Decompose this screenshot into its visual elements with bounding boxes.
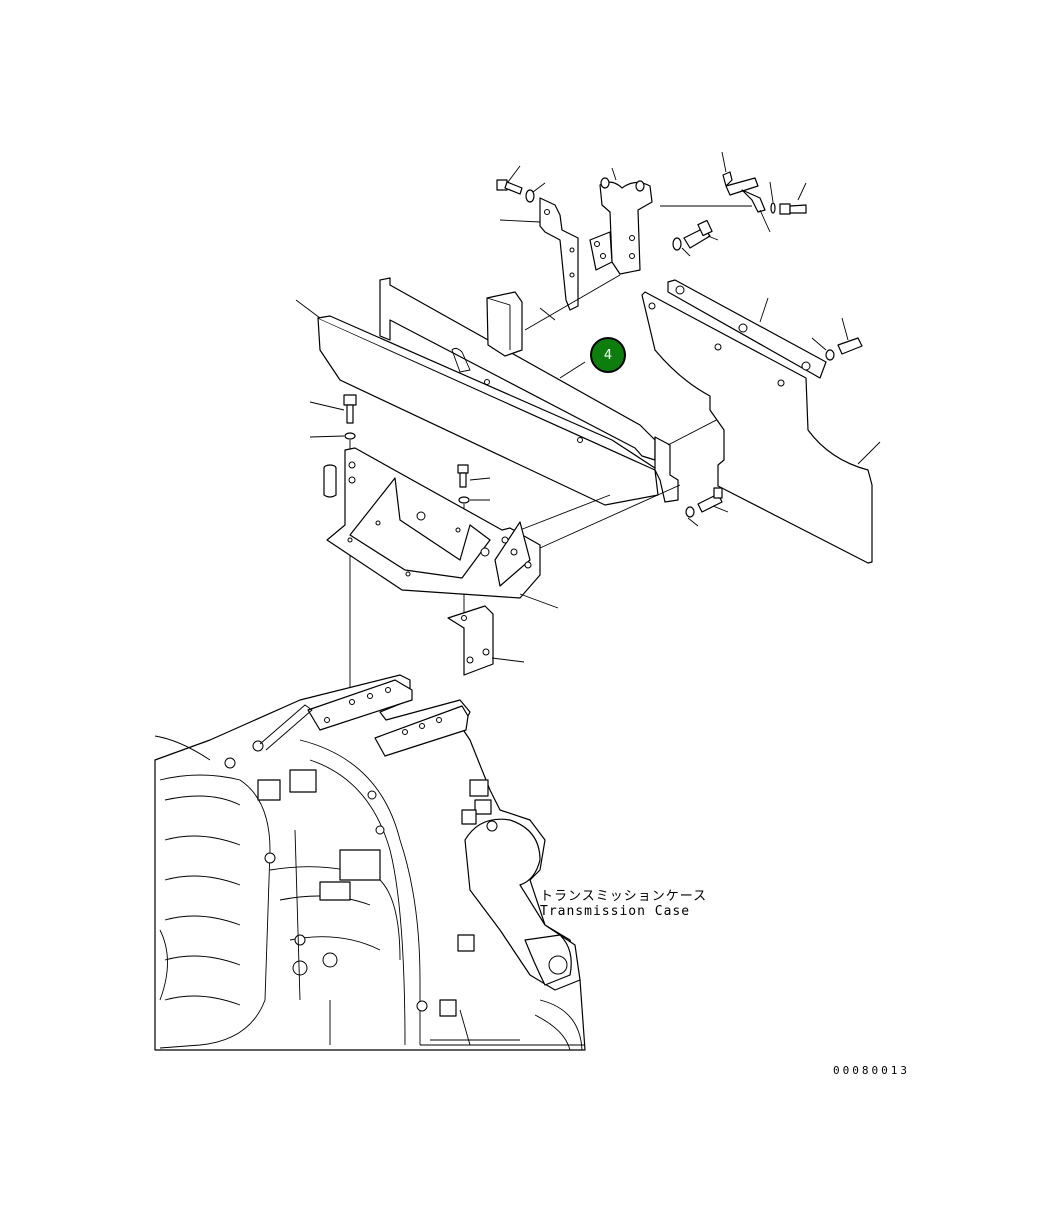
washer-top-right — [769, 181, 776, 214]
bolt-right-strip — [811, 317, 863, 361]
drawing-number: 00080013 — [833, 1064, 910, 1077]
transmission-case — [154, 674, 586, 1051]
callout-leader-line — [559, 361, 586, 379]
strip-bar — [667, 279, 827, 379]
bolt-mid-top — [672, 219, 719, 257]
spacer-post — [323, 464, 337, 498]
washer-left — [309, 432, 356, 440]
bolt-left — [309, 394, 357, 424]
bolt-top-right — [779, 182, 807, 215]
lower-bracket — [447, 605, 525, 676]
washer-center — [458, 496, 490, 504]
callout-number-4[interactable]: 4 — [590, 337, 626, 373]
clamp-body — [589, 167, 752, 275]
bolt-top-left — [496, 165, 523, 195]
lever-clip — [721, 151, 771, 233]
base-bracket — [326, 447, 559, 609]
mounting-post — [486, 291, 523, 357]
vertical-bracket — [499, 197, 579, 311]
transmission-case-label-en: Transmission Case — [540, 904, 691, 919]
transmission-case-label-jp: トランスミッションケース — [540, 889, 708, 904]
washer-top-left — [525, 182, 546, 203]
bolt-center-right — [685, 487, 729, 527]
main-cover-plate — [295, 277, 659, 506]
bolt-center — [457, 464, 491, 488]
shield-plate — [641, 291, 881, 564]
